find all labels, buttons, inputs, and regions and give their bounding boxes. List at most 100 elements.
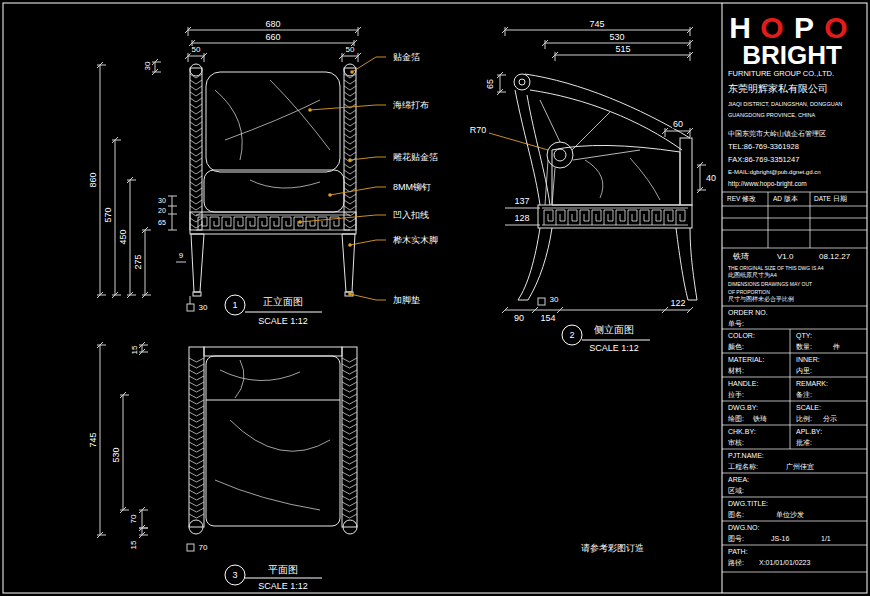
dimension-line	[505, 30, 690, 31]
dimension-line	[142, 510, 143, 528]
dimension-tick	[687, 307, 693, 313]
dimension-text: 137	[513, 197, 530, 206]
view-title: 侧立面图	[593, 325, 635, 335]
dimension-text: 65	[157, 219, 167, 226]
extension-line	[97, 345, 106, 346]
title-block-text: 图号:	[727, 535, 745, 542]
extension-line	[555, 52, 556, 61]
carving-hatch	[189, 388, 204, 392]
dimension-tick	[557, 307, 563, 313]
title-block-text: 比例:	[795, 415, 813, 422]
title-block-text: 区域:	[727, 487, 745, 494]
extension-line	[190, 296, 191, 304]
carving-hatch	[344, 218, 356, 222]
back-cushion-edge	[206, 400, 340, 401]
extension-line	[152, 62, 161, 63]
title-block-rule	[810, 192, 811, 248]
dimension-text: 90	[513, 314, 525, 323]
extension-line	[139, 528, 148, 529]
carving-hatch	[189, 358, 204, 362]
extension-line	[188, 27, 189, 36]
carving-hatch	[344, 116, 356, 120]
title-block-rule	[722, 497, 867, 498]
title-block-text: MATERIAL:	[727, 356, 765, 363]
title-block-text: 拉手:	[727, 391, 745, 398]
leader-dot	[350, 70, 354, 74]
carving-hatch	[342, 418, 357, 422]
extension-line	[139, 535, 148, 536]
dimension-text: 570	[104, 206, 113, 223]
dimension-tick	[168, 214, 177, 215]
seat-cushion	[206, 356, 340, 526]
dimension-text: 680	[264, 20, 281, 29]
extension-line	[120, 395, 129, 396]
carving-hatch	[190, 86, 202, 90]
dimension-line	[123, 395, 124, 510]
carving-hatch	[190, 164, 202, 168]
extension-line	[505, 27, 506, 36]
extension-line	[358, 27, 359, 36]
title-block-rule	[722, 206, 867, 207]
dimension-tick	[502, 307, 508, 313]
title-block-text: CHK.BY:	[727, 428, 757, 435]
greek-key-band	[542, 208, 688, 225]
view-number: 3	[231, 571, 238, 580]
contact-text: http://www.hopo-bright.com	[727, 181, 808, 188]
dimension-text: 50	[191, 46, 202, 54]
title-block-rule	[722, 377, 867, 378]
extension-line	[142, 295, 151, 296]
carving-hatch	[190, 176, 202, 180]
extension-line	[152, 72, 161, 73]
title-block-text: 铁琦	[732, 253, 750, 261]
title-block-text: REV 修改	[726, 196, 757, 203]
carving-hatch	[189, 478, 204, 482]
fan-spoke	[540, 100, 640, 205]
extension-line	[697, 165, 706, 166]
dimension-line	[505, 225, 540, 226]
carving-hatch	[189, 448, 204, 452]
carving-hatch	[189, 394, 204, 398]
carving-hatch	[189, 508, 204, 512]
carving-hatch	[190, 128, 202, 132]
carving-hatch	[342, 472, 357, 476]
carved-rosette	[547, 142, 573, 168]
carving-hatch	[190, 188, 202, 192]
leader-dot	[308, 108, 312, 112]
title-block-text: 备注:	[795, 391, 813, 398]
carving-hatch	[342, 484, 357, 488]
title-block-text: 单位沙发	[775, 511, 805, 518]
title-block-text: COLOR:	[727, 332, 756, 339]
splayed-leg	[676, 228, 697, 300]
arm-post	[344, 68, 356, 230]
cushion-fold	[215, 80, 330, 188]
company-name: 东莞明辉家私有限公司	[727, 84, 829, 94]
extension-line	[139, 352, 148, 353]
view-title-line	[582, 340, 650, 341]
extension-line	[120, 510, 129, 511]
carving-hatch	[344, 80, 356, 84]
dimension-line	[342, 56, 358, 57]
dimension-text: 515	[614, 45, 631, 54]
greek-key-band	[196, 215, 350, 230]
post-finial	[190, 64, 202, 76]
title-block-rule	[722, 230, 867, 231]
carving-hatch	[190, 224, 202, 228]
dimension-line	[555, 55, 690, 56]
dimension-text: 30	[198, 304, 209, 312]
title-block-text: 件	[832, 343, 841, 350]
leader-line	[350, 157, 386, 160]
dimension-line	[700, 165, 701, 190]
carving-hatch	[190, 182, 202, 186]
dimension-line	[500, 75, 501, 92]
company-name: FURNITURE GROUP CO.,LTD.	[727, 70, 835, 78]
carving-hatch	[189, 436, 204, 440]
dimension-line	[145, 230, 146, 295]
carving-hatch	[189, 466, 204, 470]
carving-hatch	[189, 418, 204, 422]
callout-label: 加脚垫	[392, 296, 421, 305]
dimension-line	[505, 208, 540, 209]
arm-rail	[530, 90, 682, 150]
scroll-arm-end	[514, 74, 530, 90]
view-scale: SCALE 1:12	[588, 344, 640, 353]
